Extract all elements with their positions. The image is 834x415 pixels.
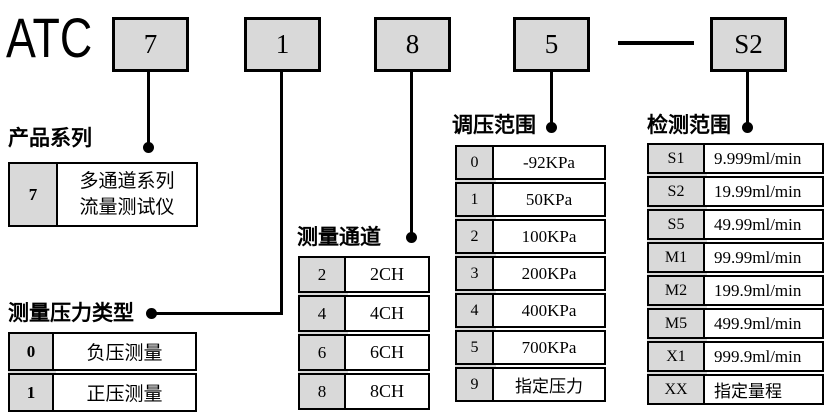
row-value-cell: 200KPa <box>521 263 577 283</box>
row-key-cell: 7 <box>10 164 58 225</box>
table-row: 6 6CH <box>298 334 430 371</box>
row-value-cell: 199.9ml/min <box>714 280 802 300</box>
table-row: M5 499.9ml/min <box>647 308 824 339</box>
row-key-cell: 9 <box>457 369 494 400</box>
row-value-cell: 19.99ml/min <box>714 181 802 201</box>
row-key-cell: 8 <box>300 375 346 408</box>
section-title-pressure-type: 测量压力类型 <box>8 302 134 325</box>
table-row: 1 正压测量 <box>8 373 197 412</box>
row-key-cell: M2 <box>649 277 705 304</box>
table-row: 9 指定压力 <box>455 367 606 402</box>
row-value-cell: 9.999ml/min <box>714 148 802 168</box>
row-value-cell: 999.9ml/min <box>714 346 802 366</box>
lookup-table-pressure-range: 0 -92KPa 1 50KPa 2 100KPa 3 200KPa 4 400… <box>455 145 606 402</box>
table-row: M1 99.99ml/min <box>647 242 824 273</box>
lookup-table-pressure-type: 0 负压测量 1 正压测量 <box>8 332 197 412</box>
row-value-cell: 50KPa <box>525 189 573 209</box>
row-key-cell: 4 <box>300 297 346 330</box>
table-row: 4 4CH <box>298 295 430 332</box>
table-row: 8 8CH <box>298 373 430 410</box>
model-segment-box: 1 <box>244 17 321 72</box>
row-key-cell: 1 <box>457 184 494 215</box>
table-row: XX 指定量程 <box>647 374 824 405</box>
table-row: M2 199.9ml/min <box>647 275 824 306</box>
section-title-channels: 测量通道 <box>297 226 381 249</box>
model-segment-box: 5 <box>513 17 590 72</box>
row-key-cell: 5 <box>457 332 494 363</box>
connector-line <box>410 72 413 237</box>
connector-dot <box>742 122 753 133</box>
lookup-table-detection-range: S1 9.999ml/min S2 19.99ml/min S5 49.99ml… <box>647 143 824 405</box>
lookup-table-product-series: 7 多通道系列 流量测试仪 <box>8 162 198 227</box>
section-title-product-series: 产品系列 <box>8 127 92 150</box>
table-row: 3 200KPa <box>455 256 606 291</box>
connector-line <box>550 72 553 123</box>
connector-line <box>746 72 749 123</box>
row-value-cell: -92KPa <box>523 152 575 172</box>
connector-dot <box>143 142 154 153</box>
table-row: 2 100KPa <box>455 219 606 254</box>
table-row: 4 400KPa <box>455 293 606 328</box>
table-row: 0 负压测量 <box>8 332 197 371</box>
row-value-cell: 700KPa <box>521 337 577 357</box>
model-segment-box: 8 <box>374 17 451 72</box>
table-row: 0 -92KPa <box>455 145 606 180</box>
row-value-cell: 6CH <box>369 342 404 362</box>
row-key-cell: S2 <box>649 178 705 205</box>
row-key-cell: 1 <box>10 375 54 410</box>
row-key-cell: 6 <box>300 336 346 369</box>
connector-line <box>151 312 283 315</box>
model-separator-dash <box>618 41 694 45</box>
table-row: 5 700KPa <box>455 330 606 365</box>
row-value-cell: 99.99ml/min <box>714 247 802 267</box>
row-key-cell: 2 <box>457 221 494 252</box>
row-value-cell: 499.9ml/min <box>714 313 802 333</box>
model-prefix: ATC <box>6 6 93 69</box>
row-key-cell: X1 <box>649 343 705 370</box>
connector-dot <box>546 122 557 133</box>
row-key-cell: 2 <box>300 258 346 291</box>
section-title-detection-range: 检测范围 <box>647 114 731 137</box>
row-key-cell: 4 <box>457 295 494 326</box>
model-segment-box: S2 <box>710 17 787 72</box>
row-key-cell: 3 <box>457 258 494 289</box>
row-value-cell: 8CH <box>369 381 404 401</box>
row-value-cell: 49.99ml/min <box>714 214 802 234</box>
connector-dot <box>146 308 157 319</box>
row-key-cell: S1 <box>649 145 705 172</box>
row-value-cell: 指定压力 <box>515 377 583 396</box>
row-value-cell: 负压测量 <box>86 343 163 364</box>
connector-line <box>280 72 283 315</box>
row-value-cell: 正压测量 <box>86 384 163 405</box>
row-value-cell: 4CH <box>369 303 404 323</box>
table-row: X1 999.9ml/min <box>647 341 824 372</box>
row-key-cell: 0 <box>10 334 54 369</box>
section-title-pressure-range: 调压范围 <box>452 114 536 137</box>
model-segment-box: 7 <box>112 17 189 72</box>
row-key-cell: 0 <box>457 147 494 178</box>
table-row: 1 50KPa <box>455 182 606 217</box>
lookup-table-channels: 2 2CH 4 4CH 6 6CH 8 8CH <box>298 256 430 410</box>
row-key-cell: M5 <box>649 310 705 337</box>
connector-dot <box>406 232 417 243</box>
connector-line <box>147 72 150 147</box>
table-row: S5 49.99ml/min <box>647 209 824 240</box>
table-row: S2 19.99ml/min <box>647 176 824 207</box>
row-key-cell: XX <box>649 376 705 403</box>
table-row: S1 9.999ml/min <box>647 143 824 174</box>
row-key-cell: M1 <box>649 244 705 271</box>
table-row: 7 多通道系列 流量测试仪 <box>8 162 198 227</box>
row-value-cell: 指定量程 <box>714 382 782 401</box>
table-row: 2 2CH <box>298 256 430 293</box>
row-key-cell: S5 <box>649 211 705 238</box>
row-value-cell: 2CH <box>369 264 404 284</box>
row-value-cell: 多通道系列 流量测试仪 <box>79 170 175 218</box>
row-value-cell: 100KPa <box>521 226 577 246</box>
row-value-cell: 400KPa <box>521 300 577 320</box>
